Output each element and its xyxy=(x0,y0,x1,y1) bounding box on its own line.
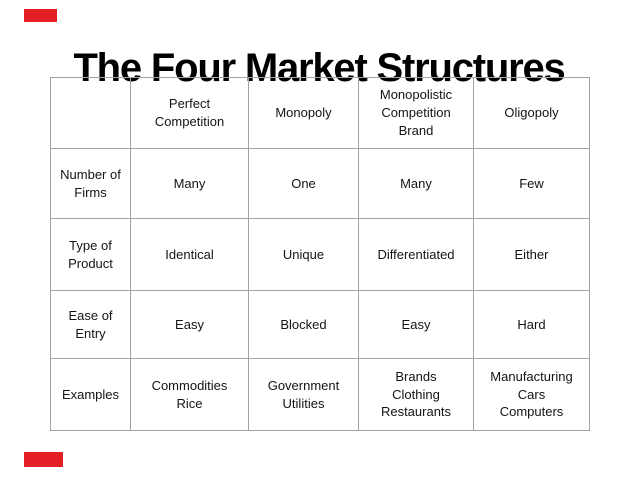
red-marker-bottom-left xyxy=(24,452,63,467)
cell-product-oligopoly: Either xyxy=(473,218,590,291)
cell-entry-monopoly: Blocked xyxy=(248,290,359,359)
cell-examples-monopoly: Government Utilities xyxy=(248,358,359,431)
cell-examples-monopolistic: Brands Clothing Restaurants xyxy=(358,358,474,431)
market-structures-table: Perfect Competition Monopoly Monopolisti… xyxy=(50,77,590,431)
column-header-monopoly: Monopoly xyxy=(248,77,359,149)
cell-entry-perfect-competition: Easy xyxy=(130,290,249,359)
row-label-number-of-firms: Number of Firms xyxy=(50,148,131,219)
cell-entry-oligopoly: Hard xyxy=(473,290,590,359)
red-marker-top-left xyxy=(24,9,57,22)
cell-product-monopoly: Unique xyxy=(248,218,359,291)
row-label-type-of-product: Type of Product xyxy=(50,218,131,291)
row-label-examples: Examples xyxy=(50,358,131,431)
table-row-examples: Examples Commodities Rice Government Uti… xyxy=(50,358,590,431)
corner-cell xyxy=(50,77,131,149)
table-row-type-of-product: Type of Product Identical Unique Differe… xyxy=(50,218,590,291)
cell-firms-perfect-competition: Many xyxy=(130,148,249,219)
table-row-number-of-firms: Number of Firms Many One Many Few xyxy=(50,148,590,219)
cell-examples-perfect-competition: Commodities Rice xyxy=(130,358,249,431)
cell-entry-monopolistic: Easy xyxy=(358,290,474,359)
table-row-ease-of-entry: Ease of Entry Easy Blocked Easy Hard xyxy=(50,290,590,359)
column-header-perfect-competition: Perfect Competition xyxy=(130,77,249,149)
cell-product-perfect-competition: Identical xyxy=(130,218,249,291)
row-label-ease-of-entry: Ease of Entry xyxy=(50,290,131,359)
column-header-oligopoly: Oligopoly xyxy=(473,77,590,149)
table-header-row: Perfect Competition Monopoly Monopolisti… xyxy=(50,77,590,149)
cell-firms-monopolistic: Many xyxy=(358,148,474,219)
cell-firms-monopoly: One xyxy=(248,148,359,219)
column-header-monopolistic-competition: Monopolistic Competition Brand xyxy=(358,77,474,149)
cell-firms-oligopoly: Few xyxy=(473,148,590,219)
cell-examples-oligopoly: Manufacturing Cars Computers xyxy=(473,358,590,431)
cell-product-monopolistic: Differentiated xyxy=(358,218,474,291)
